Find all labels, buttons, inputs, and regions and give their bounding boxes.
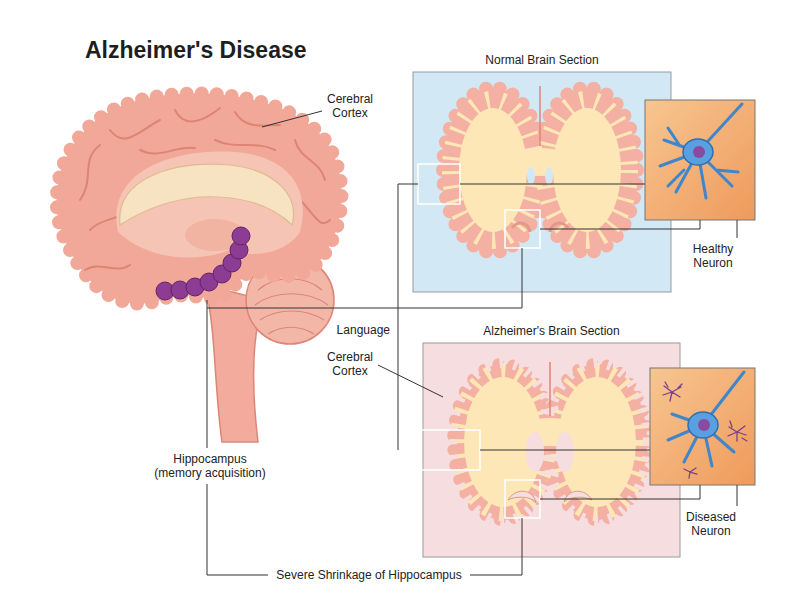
corpus-callosum — [120, 164, 294, 225]
healthy-neuron — [660, 104, 742, 198]
panel-heading: Normal Brain Section — [413, 50, 671, 70]
part-label: Cerebral Cortex — [320, 92, 380, 120]
diseased-neuron — [663, 372, 747, 478]
part-label: Diseased Neuron — [680, 510, 742, 538]
sagittal-brain — [57, 93, 342, 442]
part-label: Healthy Neuron — [682, 242, 744, 270]
region-box — [398, 430, 480, 470]
brain-section-panel: Normal Brain Section — [413, 50, 671, 292]
normal-coronal-brain — [443, 86, 637, 252]
cerebrum-fill — [57, 93, 342, 303]
neuron-inset — [645, 100, 755, 220]
function-label: Language — [334, 323, 390, 337]
diagram-title: Alzheimer's Disease — [85, 36, 307, 64]
region-box — [418, 164, 460, 204]
amyloid-plaque — [663, 382, 747, 478]
leader-lines — [207, 111, 737, 575]
part-label: Hippocampus (memory acquisition) — [151, 452, 269, 480]
part-label: Cerebral Cortex — [320, 350, 380, 378]
hippocampus — [156, 227, 250, 300]
gyri — [80, 108, 330, 270]
neuron-inset — [650, 368, 755, 485]
note-label: Severe Shrinkage of Hippocampus — [262, 568, 476, 582]
brain-section-panel: Alzheimer's Brain Section — [423, 321, 680, 557]
cerebellum-folds — [255, 279, 328, 334]
region-box — [505, 480, 540, 518]
cerebrum — [57, 93, 342, 303]
region-box — [505, 210, 540, 248]
alzheimer-panel — [423, 343, 680, 557]
medial-surface — [116, 152, 302, 258]
panel-heading: Alzheimer's Brain Section — [423, 321, 680, 341]
normal-panel — [413, 72, 671, 292]
